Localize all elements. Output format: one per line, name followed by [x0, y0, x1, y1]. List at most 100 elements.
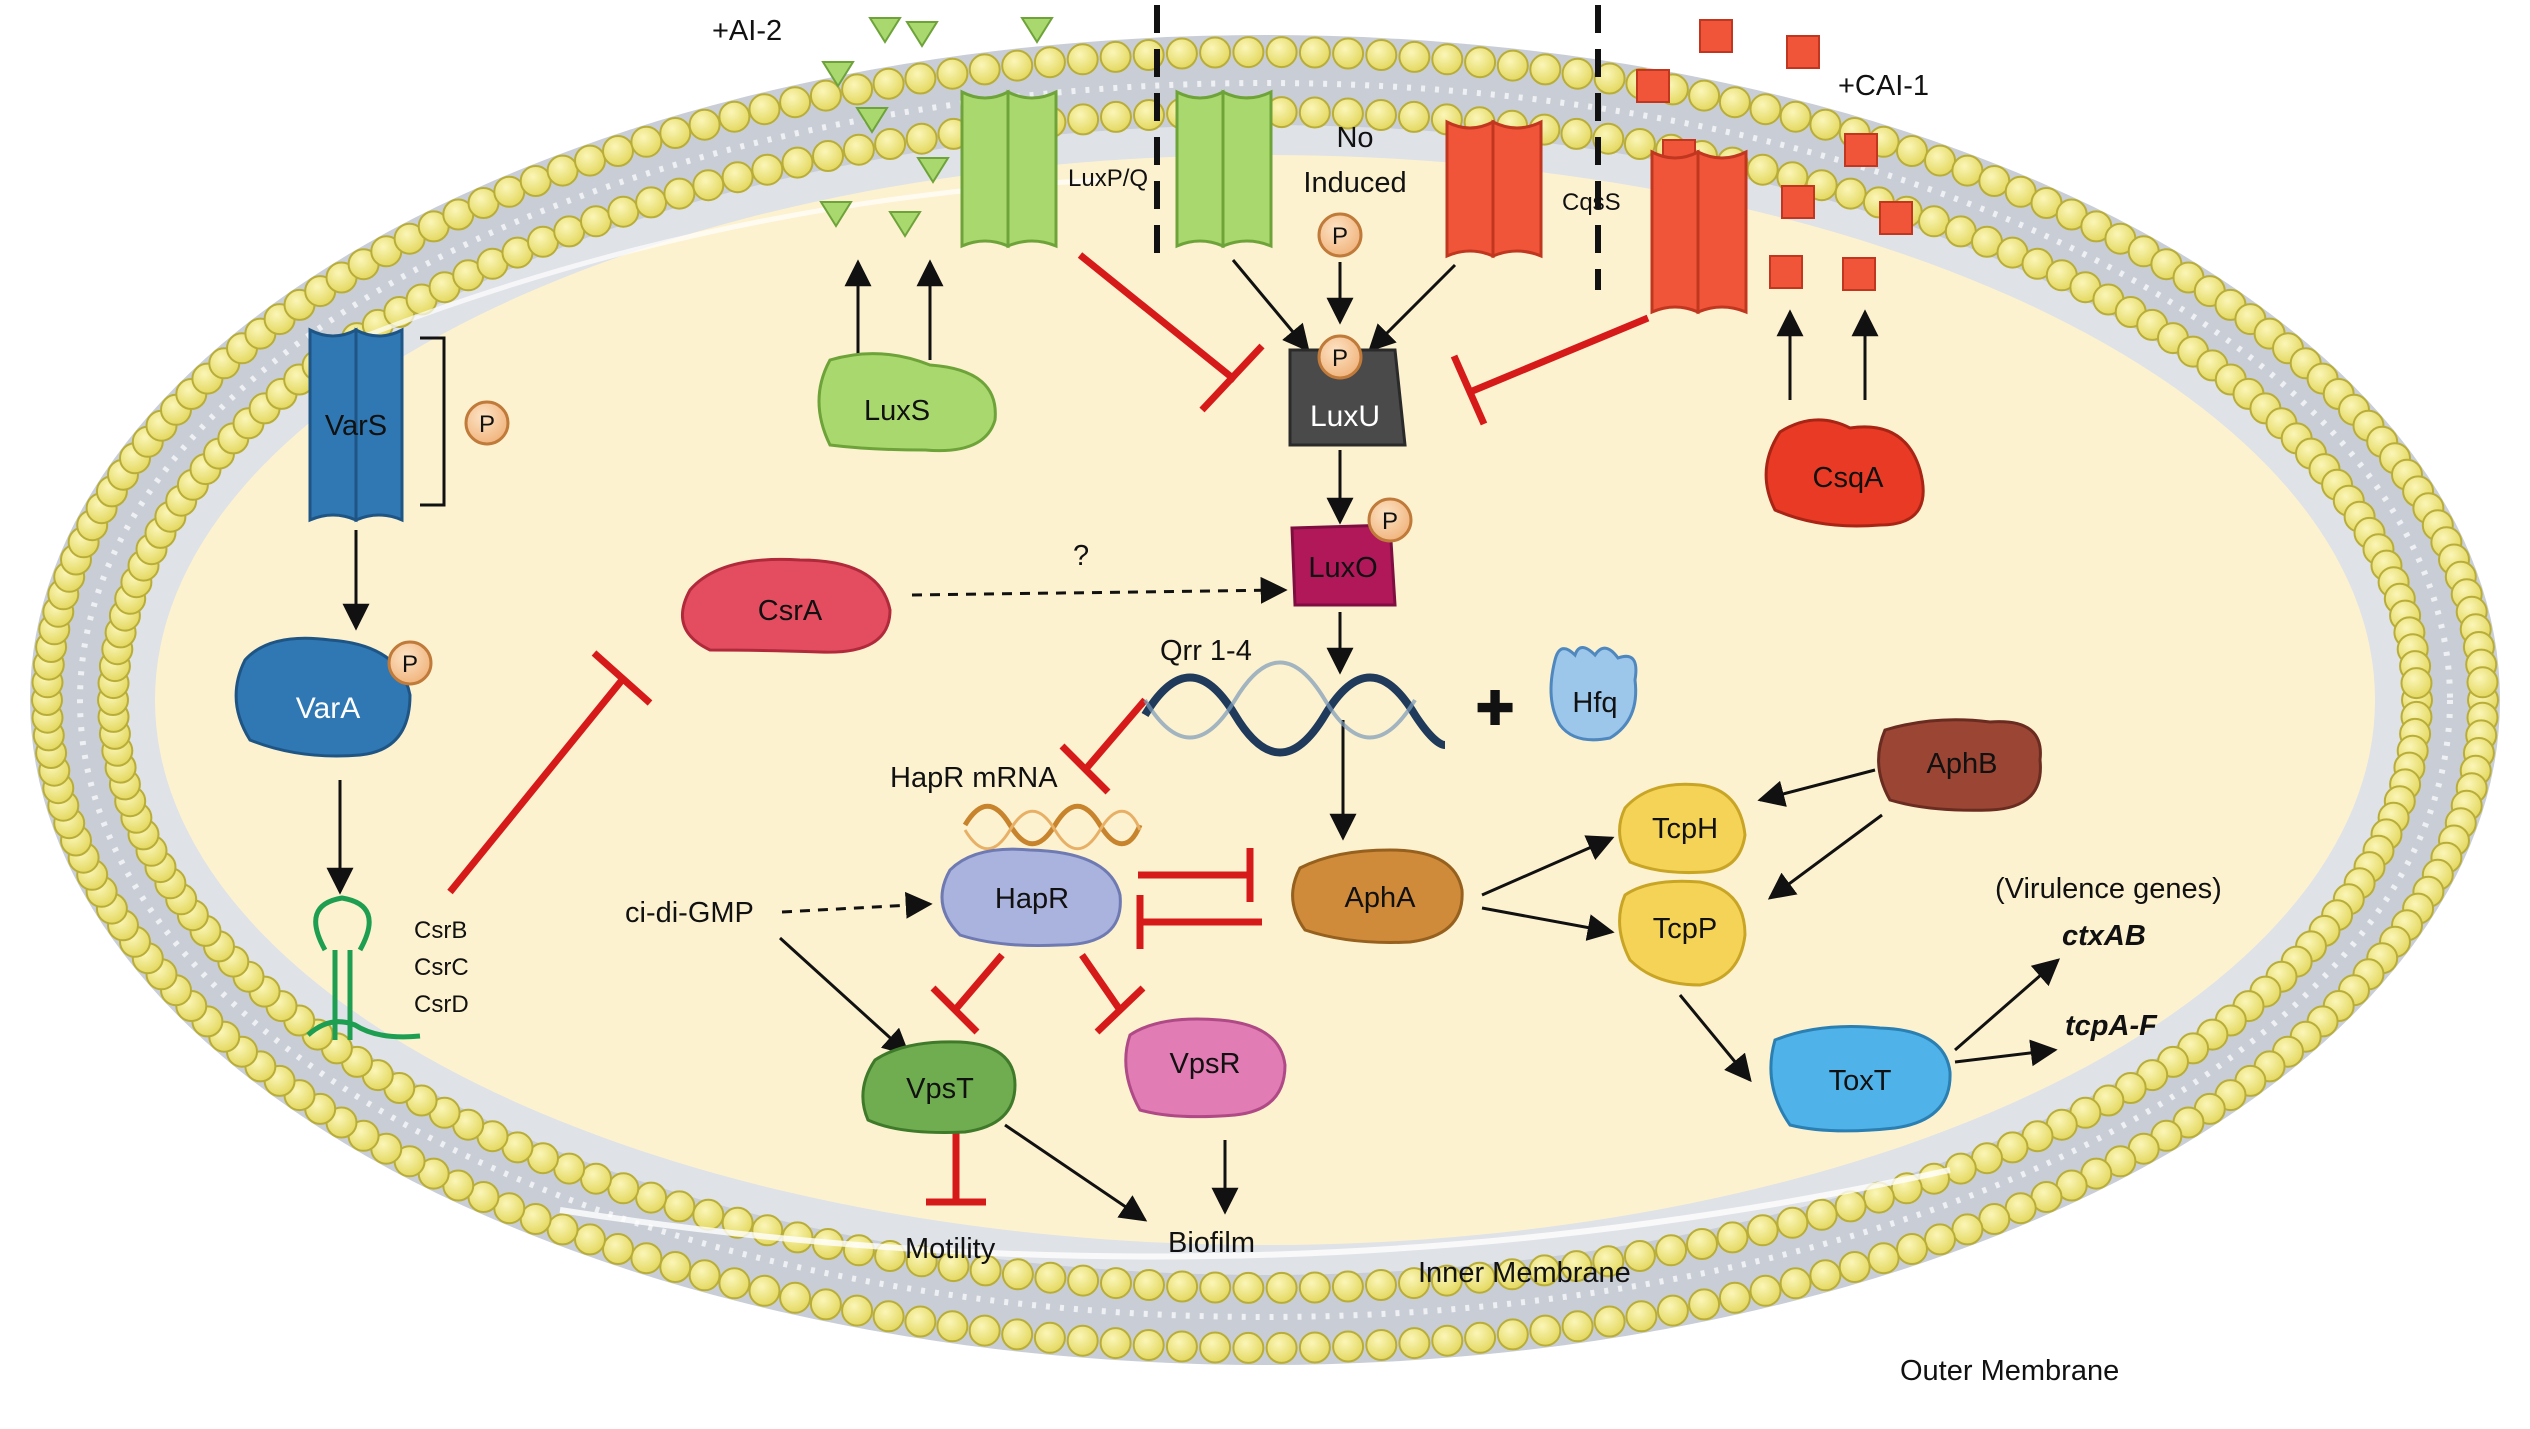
lipid-head — [574, 144, 606, 177]
ai2-label: +AI-2 — [712, 15, 782, 47]
lipid-head — [1265, 36, 1298, 69]
lipid-head — [1805, 1198, 1838, 1231]
lipid-head — [1398, 100, 1430, 133]
cai1-label: +CAI-1 — [1838, 70, 1929, 102]
lipid-head — [1365, 39, 1398, 71]
tcph-protein: TcpH — [1618, 782, 1747, 875]
lipid-head — [1749, 93, 1782, 126]
lipid-head — [607, 195, 640, 228]
phosphate-circle — [1317, 212, 1363, 258]
outer-lipid-heads — [31, 36, 2499, 1364]
lipid-head — [1593, 1305, 1626, 1338]
csrc-label: CsrC — [414, 954, 469, 981]
hapr-label: HapR — [995, 883, 1069, 915]
lipid-head — [659, 1251, 692, 1283]
lipid-head — [1365, 1269, 1397, 1301]
cqss-receptor — [1650, 149, 1748, 315]
lipid-head — [1688, 79, 1721, 112]
lipid-head — [688, 108, 721, 141]
lipid-head — [872, 1300, 905, 1333]
inhibit-csr-csra — [447, 677, 625, 895]
lipid-head — [1099, 40, 1132, 73]
lipid-head — [659, 117, 692, 149]
apha-shape — [1291, 848, 1464, 944]
lipid-head — [663, 1190, 696, 1223]
vara-label: VarA — [296, 692, 360, 725]
hfq-protein: Hfq — [1549, 646, 1638, 742]
hapr-protein: HapR — [940, 847, 1122, 948]
vars-receptor — [308, 327, 404, 523]
lipid-head — [751, 153, 784, 186]
lipid-head — [781, 146, 814, 179]
arrow-toxt-tcpaf — [1954, 1039, 2058, 1067]
lipid-head — [1066, 1324, 1099, 1357]
lipid-head — [1528, 1254, 1561, 1287]
biofilm-label: Biofilm — [1168, 1227, 1255, 1259]
phosphate-circle — [387, 640, 433, 686]
arrow-cdgmp-hapr — [781, 891, 933, 919]
vara-shape — [234, 636, 412, 758]
lipid-head — [1430, 1264, 1463, 1297]
inhibit-csr-csra-bar — [591, 650, 653, 706]
arrow-apha-tcph — [1481, 835, 1615, 897]
hfq-label: Hfq — [1572, 687, 1617, 719]
lipid-head — [602, 1233, 634, 1265]
plus-sign: ✚ — [1475, 683, 1515, 736]
cqss-label: CqsS — [1562, 189, 1621, 216]
lipid-head — [1561, 1310, 1594, 1343]
luxpq-label: LuxP/Q — [1068, 165, 1148, 192]
inhibit-luxpq-luxu — [1077, 252, 1238, 383]
ai2-triangle — [905, 21, 939, 48]
lipid-head — [1001, 1318, 1034, 1351]
lipid-head — [1896, 135, 1928, 167]
lipid-head — [1951, 1213, 1984, 1246]
qrr-label: Qrr 1-4 — [1160, 635, 1252, 667]
lipid-head — [812, 140, 844, 172]
lipid-head — [874, 128, 907, 160]
csra-label: CsrA — [758, 595, 823, 627]
csqa-label: CsqA — [1813, 462, 1885, 494]
cai1-square — [1769, 255, 1803, 289]
toxt-label: ToxT — [1829, 1065, 1892, 1097]
lipid-head — [635, 1181, 668, 1214]
ai2-triangle — [916, 157, 950, 184]
lipid-head — [1067, 1264, 1100, 1297]
lipid-head — [842, 1234, 875, 1267]
cai1-square — [1781, 185, 1815, 219]
lipid-head — [630, 125, 663, 158]
lipid-head — [1776, 1206, 1809, 1239]
vpst-protein: VpsT — [861, 1040, 1017, 1134]
inhibit-hapr-vpst-bar — [930, 985, 980, 1035]
lipid-head — [2466, 666, 2499, 699]
arrow-receptor-luxu — [1231, 259, 1310, 353]
activation-arrows — [326, 259, 2061, 1222]
lipid-head — [1688, 1288, 1721, 1321]
lipid-head — [1232, 1271, 1265, 1304]
lipid-head — [630, 1242, 663, 1275]
lipid-head — [1918, 205, 1950, 238]
lipid-head — [841, 1294, 874, 1327]
vpsr-label: VpsR — [1170, 1048, 1241, 1080]
lipid-head — [1746, 153, 1779, 186]
lipid-head — [688, 1259, 721, 1292]
lipid-head — [1625, 1300, 1658, 1333]
cai1-square — [1786, 35, 1820, 69]
arrow-aphb-tcph — [1757, 768, 1876, 807]
lipid-head — [1809, 108, 1842, 141]
lipid-head — [1656, 1294, 1689, 1327]
cdgmp-label: ci-di-GMP — [625, 897, 754, 929]
lipid-head — [1099, 1327, 1132, 1360]
phosphate-luxu: P — [1317, 334, 1363, 380]
lipid-head — [607, 1172, 640, 1205]
lipid-head — [1686, 1228, 1718, 1260]
hapr-mrna-strand-2 — [963, 809, 1142, 851]
inner-membrane-highlight — [559, 1167, 1951, 1260]
lipid-head — [1779, 1267, 1812, 1300]
lipid-head — [1265, 1271, 1298, 1304]
no-induced-label-line2: Induced — [1303, 167, 1406, 199]
luxpq-right-half — [1006, 89, 1058, 249]
lipid-head — [1746, 1214, 1779, 1247]
lipid-head — [1199, 36, 1232, 69]
lipid-head — [1718, 86, 1751, 119]
